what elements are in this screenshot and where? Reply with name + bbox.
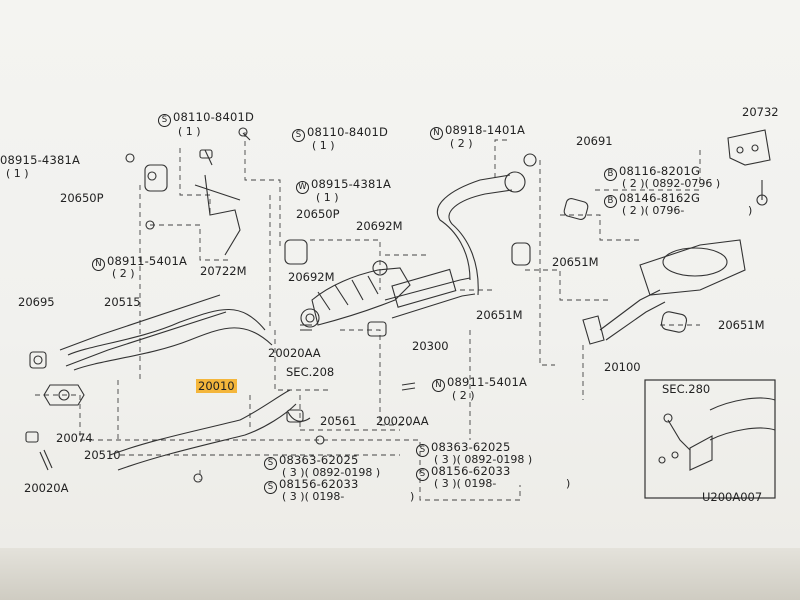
- circle-s-icon: S: [158, 114, 171, 127]
- circle-s-icon: S: [416, 444, 429, 457]
- part-sec208: SEC.208: [286, 365, 335, 379]
- part-20691: 20691: [576, 134, 613, 148]
- part-20010-highlighted: 20010: [196, 379, 237, 393]
- part-20651M-a: 20651M: [476, 308, 523, 322]
- callout-number: 08363-62025: [431, 440, 511, 454]
- part-20692M-b: 20692M: [288, 270, 335, 284]
- circle-s-icon: S: [264, 481, 277, 494]
- circle-n-icon: N: [430, 127, 443, 140]
- circle-s-icon: S: [264, 457, 277, 470]
- callout-qty: ( 3 )( 0892-0198 ): [434, 453, 533, 466]
- circle-s-icon: S: [416, 468, 429, 481]
- callout-number: 08915-4381A: [311, 177, 392, 191]
- circle-n-icon: N: [92, 258, 105, 271]
- part-20651M-b: 20651M: [552, 255, 599, 269]
- circle-s-icon: S: [292, 129, 305, 142]
- callout-qty: ( 3 )( 0892-0198 ): [282, 466, 381, 479]
- callout-qty: ( 2 )( 0892-0796 ): [622, 177, 721, 190]
- sheet-shadow: [0, 548, 800, 600]
- part-sec280: SEC.280: [662, 382, 711, 396]
- callout-number: 08918-1401A: [445, 123, 526, 137]
- part-20510: 20510: [84, 448, 121, 462]
- circle-b-icon: B: [604, 168, 617, 181]
- circle-n-icon: N: [432, 379, 445, 392]
- callout-number: 08146-8162G: [619, 191, 701, 205]
- diagram-reference-code: U200A007: [702, 490, 763, 504]
- part-20692M-a: 20692M: [356, 219, 403, 233]
- callout-number: 08156-62033: [431, 464, 511, 478]
- callout-paren-close: ): [748, 204, 753, 217]
- callout-qty: ( 1 ): [316, 191, 339, 204]
- callout-number: 08116-8201G: [619, 164, 701, 178]
- part-20074: 20074: [56, 431, 93, 445]
- callout-qty: ( 1 ): [312, 139, 335, 152]
- circle-w-icon: W: [296, 181, 309, 194]
- callout-number: 08911-5401A: [107, 254, 188, 268]
- callout-08915-4381A-a: 08915-4381A: [0, 154, 80, 166]
- part-20100: 20100: [604, 360, 641, 374]
- callout-qty: ( 3 )( 0198-: [282, 490, 345, 503]
- callout-qty: ( 2 ): [112, 267, 135, 280]
- part-20010: 20010: [196, 379, 237, 393]
- part-20561: 20561: [320, 414, 357, 428]
- part-20650P-b: 20650P: [296, 207, 340, 221]
- callout-number: 08363-62025: [279, 453, 359, 467]
- part-20650P-a: 20650P: [60, 191, 104, 205]
- callout-paren-close: ): [566, 477, 571, 490]
- part-20020A: 20020A: [24, 481, 69, 495]
- part-20020AA-b: 20020AA: [376, 414, 429, 428]
- part-20695: 20695: [18, 295, 55, 309]
- callout-qty: ( 1 ): [6, 167, 29, 180]
- callout-qty: ( 3 )( 0198-: [434, 477, 497, 490]
- part-20732: 20732: [742, 105, 779, 119]
- callout-qty: ( 2 ): [452, 389, 475, 402]
- callout-number: 08110-8401D: [307, 125, 389, 139]
- part-20020AA-a: 20020AA: [268, 346, 321, 360]
- callout-number: 08911-5401A: [447, 375, 528, 389]
- part-20722M: 20722M: [200, 264, 247, 278]
- part-20651M-c: 20651M: [718, 318, 765, 332]
- circle-b-icon: B: [604, 195, 617, 208]
- callout-number: 08110-8401D: [173, 110, 255, 124]
- callout-number: 08915-4381A: [0, 153, 81, 167]
- callout-qty: ( 1 ): [178, 125, 201, 138]
- callout-qty: ( 2 )( 0796-: [622, 204, 685, 217]
- part-20300: 20300: [412, 339, 449, 353]
- callout-qty: ( 2 ): [450, 137, 473, 150]
- part-20515: 20515: [104, 295, 141, 309]
- callout-paren-close: ): [410, 490, 415, 503]
- callout-number: 08156-62033: [279, 477, 359, 491]
